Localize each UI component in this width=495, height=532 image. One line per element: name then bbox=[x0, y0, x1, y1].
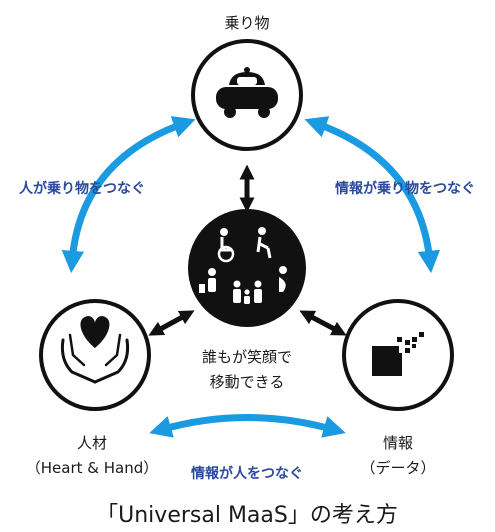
node-center bbox=[188, 209, 306, 327]
link-label-info-people: 情報が人をつなぐ bbox=[191, 465, 303, 482]
people-sublabel: （Heart & Hand） bbox=[26, 459, 158, 477]
node-people bbox=[39, 299, 151, 411]
diagram-caption: 「Universal MaaS」の考え方 bbox=[96, 503, 398, 528]
arrow-info-vehicle bbox=[304, 116, 441, 274]
link-label-people-vehicle: 人が乗り物をつなぐ bbox=[19, 180, 145, 197]
center-text-line1: 誰もが笑顔で bbox=[202, 348, 292, 366]
vehicle-label: 乗り物 bbox=[224, 14, 269, 32]
car-icon bbox=[216, 67, 278, 118]
connector-center-info bbox=[299, 310, 347, 336]
link-label-info-vehicle: 情報が乗り物をつなぐ bbox=[335, 180, 475, 197]
diverse-people-icon bbox=[199, 227, 287, 304]
people-label: 人材 bbox=[77, 434, 107, 452]
arrow-people-vehicle bbox=[61, 116, 196, 274]
info-label: 情報 bbox=[383, 434, 413, 452]
info-sublabel: （データ） bbox=[360, 459, 435, 477]
center-text-line2: 移動できる bbox=[210, 373, 285, 391]
heart-in-hands-icon bbox=[60, 316, 130, 384]
arrow-info-people bbox=[149, 414, 346, 438]
connector-center-people bbox=[148, 310, 195, 336]
data-cube-icon bbox=[372, 332, 424, 376]
node-info bbox=[342, 299, 454, 411]
node-vehicle bbox=[191, 39, 303, 151]
